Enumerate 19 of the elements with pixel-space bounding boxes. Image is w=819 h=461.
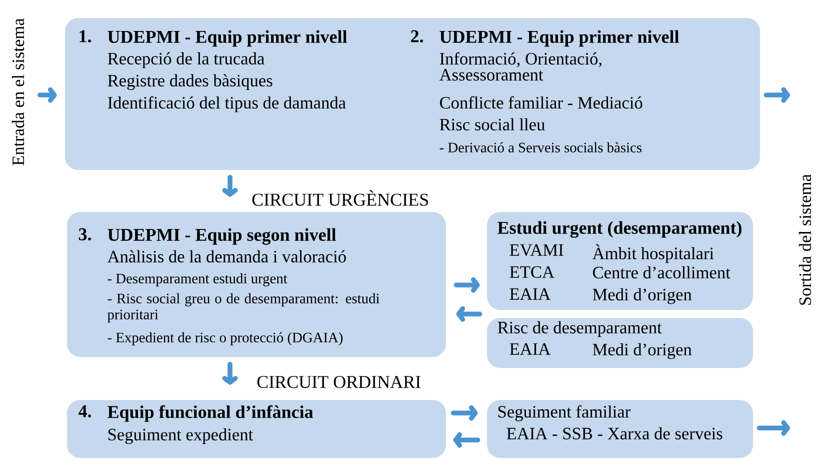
arrow	[454, 277, 480, 293]
arrow	[764, 87, 790, 103]
process-box: Seguiment familiar EAIA - SSB - Xarxa de serveis	[487, 400, 753, 458]
edge-label: CIRCUIT URGÈNCIES	[250, 188, 430, 208]
arrow	[453, 432, 480, 448]
arrow	[38, 87, 57, 103]
arrow	[222, 362, 238, 385]
process-box: 1. UDEPMI - Equip primer nivell Recepció de la trucada Registre dades bàsiques Identificació del tipus de damanda 2. UDEPMI - Equip primer nivell Informació, Orientació, Assessorament Conflicte familiar - Mediació Risc social lleu - Derivació a Serveis socials bàsics	[65, 18, 760, 170]
arrow	[222, 174, 238, 197]
process-box: 3. UDEPMI - Equip segon nivell Anàlisis de la demanda i valoració - Desemparament estudi urgent - Risc social greu o de desemparament: estudi prioritari - Expedient de risc o protecció (DGAIA)	[67, 212, 446, 357]
side-label: Sortida del sistema	[798, 174, 812, 305]
edge-label: CIRCUIT ORDINARI	[255, 374, 422, 390]
arrow	[450, 405, 478, 421]
side-label: Entrada en el sistema	[12, 18, 24, 166]
arrow	[756, 420, 790, 436]
process-box: 4. Equip funcional d’infància Seguiment expedient	[67, 400, 446, 458]
process-box: Risc de desemparament EAIA Medi d’origen	[487, 318, 753, 368]
process-box: Estudi urgent (desemparament) EVAMI Àmbit hospitalari ETCA Centre d’acolliment EAIA Medi d’origen	[487, 212, 753, 310]
arrow	[456, 306, 482, 322]
